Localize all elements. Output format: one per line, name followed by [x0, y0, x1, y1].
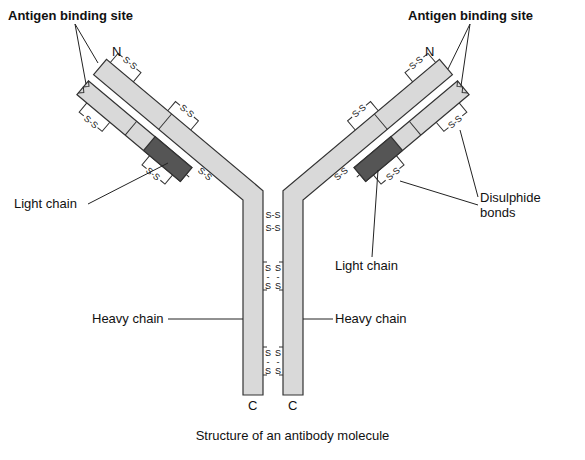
terminus-label: N [425, 44, 434, 59]
disulphide-bond: S-S [408, 54, 426, 71]
chain-label: Light chain [14, 196, 77, 211]
leader-lines [75, 24, 478, 319]
disulphide-bond: S-S [265, 210, 280, 220]
terminus-label: C [288, 398, 297, 413]
chain-label: Light chain [335, 258, 398, 273]
figure-caption: Structure of an antibody molecule [0, 428, 585, 443]
terminus-label: N [112, 44, 121, 59]
disulphide-bond: S-S [265, 223, 280, 233]
disulphide-bond: S-S [263, 348, 273, 375]
site-label: Antigen binding site [8, 8, 133, 23]
disulphide-bond: S-S [273, 348, 283, 375]
disulphide-bond: S-S [350, 103, 368, 120]
disulphide-bond: S-S [121, 54, 139, 71]
chain-label: Heavy chain [92, 311, 164, 326]
site-label: Antigen binding site [408, 8, 533, 23]
stem-bond-brackets [263, 262, 283, 375]
disulphide-bond: S-S [178, 103, 196, 120]
light-chain-shape [69, 50, 220, 193]
disulphide-bond: S-S [144, 166, 162, 183]
light-chain-shape [325, 50, 476, 193]
disulphide-bond: S-S [446, 113, 464, 130]
disulphide-bond: S-S [263, 263, 273, 290]
disulphide-bond: S-S [82, 113, 100, 130]
disulphide-bond: S-S [273, 263, 283, 290]
terminus-label: C [248, 398, 257, 413]
disulphide-bond: S-S [384, 166, 402, 183]
bond-label: Disulphide bonds [480, 190, 570, 220]
chain-label: Heavy chain [335, 311, 407, 326]
